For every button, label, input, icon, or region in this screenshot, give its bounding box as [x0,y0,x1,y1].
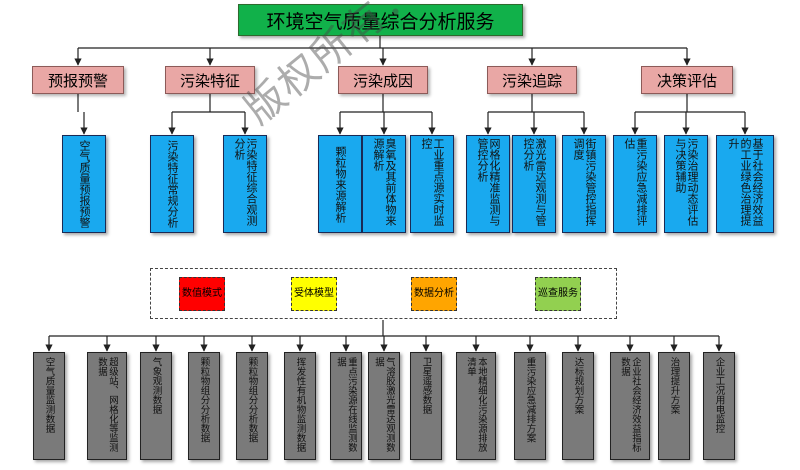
leaf-label: 基于社会经济效益的工业绿色治理提升 [727,138,763,226]
leaf-label: 激光雷达观测与管控分析 [522,138,546,226]
category-pollution-causes: 污染成因 [338,66,428,94]
data-source: 企业社会经济效益指标数据 [610,352,650,460]
data-source-label: 达标规划方案 [572,357,584,414]
leaf-routine-analysis: 污染特征常规分析 [150,135,194,233]
data-source-label: 企业工况用电监控 [713,357,725,433]
leaf-label: 污染特征综合观测分析 [233,138,257,226]
leaf-pm-source-apportionment: 颗粒物来源解析 [318,135,362,233]
category-pollution-tracking: 污染追踪 [487,66,577,94]
data-source: 气溶胶激光雷达观测数据 [368,352,400,460]
data-source-label: 气象观测数据 [150,357,162,414]
analysis-methods-group: 数值模式 受体模型 数据分析 巡查服务 [150,268,617,319]
data-source: 重点污染源在线监测数据 [330,352,362,460]
leaf-air-quality-forecast: 空气质量预报预警 [62,135,106,233]
data-source-label: 本地精细化污染源排放清单 [465,357,487,452]
leaf-industrial-upgrade: 基于社会经济效益的工业绿色治理提升 [716,135,774,233]
data-source: 超级站、网格化等监测数据 [87,352,127,460]
leaf-comprehensive-observation: 污染特征综合观测分析 [223,135,267,233]
data-source-label: 超级站、网格化等监测数据 [96,357,118,452]
leaf-label: 颗粒物来源解析 [334,145,346,223]
mode-receptor-model: 受体模型 [291,277,337,311]
leaf-lidar-analysis: 激光雷达观测与管控分析 [512,135,556,233]
diagram-title: 环境空气质量综合分析服务 [238,4,523,36]
data-source-label: 颗粒物组分分析数据 [198,357,210,443]
data-source: 空气质量监测数据 [33,352,65,460]
data-source-label: 重污染应急减排方案 [524,357,536,443]
leaf-grid-monitoring: 网格化精准监测与管控分析 [466,135,510,233]
category-decision-evaluation: 决策评估 [641,66,733,94]
data-source-label: 气溶胶激光雷达观测数据 [373,357,395,452]
data-source-label: 空气质量监测数据 [43,357,55,433]
leaf-street-dispatch: 街镇污染管控指挥调度 [562,135,606,233]
data-source-label: 挥发性有机物监测数据 [294,357,306,452]
data-source-label: 卫星遥感数据 [420,357,432,414]
leaf-emergency-evaluation: 重污染应急减排评估 [613,135,657,233]
data-source-label: 重点污染源在线监测数据 [335,357,357,452]
data-source: 颗粒物组分分析数据 [188,352,220,460]
data-source: 重污染应急减排方案 [514,352,546,460]
data-source: 颗粒物组分分析数据 [236,352,268,460]
leaf-ozone-source-apportionment: 臭氧及其前体物来源解析 [362,135,406,233]
data-source: 挥发性有机物监测数据 [284,352,316,460]
leaf-label: 网格化精准监测与管控分析 [476,138,500,226]
leaf-label: 空气质量预报预警 [78,140,90,228]
leaf-label: 工业重点源实时监控 [420,138,444,226]
leaf-label: 臭氧及其前体物来源解析 [372,138,396,226]
leaf-label: 污染治理动态评估与决策辅助 [674,138,698,226]
data-source-label: 治理提升方案 [668,357,680,414]
data-source: 达标规划方案 [562,352,594,460]
leaf-industrial-monitoring: 工业重点源实时监控 [410,135,454,233]
mode-inspection-service: 巡查服务 [535,277,581,311]
data-source-label: 企业社会经济效益指标数据 [619,357,641,452]
data-source: 卫星遥感数据 [410,352,442,460]
leaf-label: 街镇污染管控指挥调度 [572,138,596,226]
mode-numerical-model: 数值模式 [179,277,225,311]
data-source: 气象观测数据 [140,352,172,460]
category-pollution-features: 污染特征 [165,66,255,94]
leaf-treatment-evaluation: 污染治理动态评估与决策辅助 [664,135,708,233]
data-source: 本地精细化污染源排放清单 [456,352,496,460]
data-source: 治理提升方案 [658,352,690,460]
data-source-label: 颗粒物组分分析数据 [246,357,258,443]
category-forecast-warning: 预报预警 [32,66,124,94]
leaf-label: 重污染应急减排评估 [623,138,647,226]
data-source: 企业工况用电监控 [703,352,735,460]
leaf-label: 污染特征常规分析 [166,140,178,228]
mode-data-analysis: 数据分析 [411,277,457,311]
